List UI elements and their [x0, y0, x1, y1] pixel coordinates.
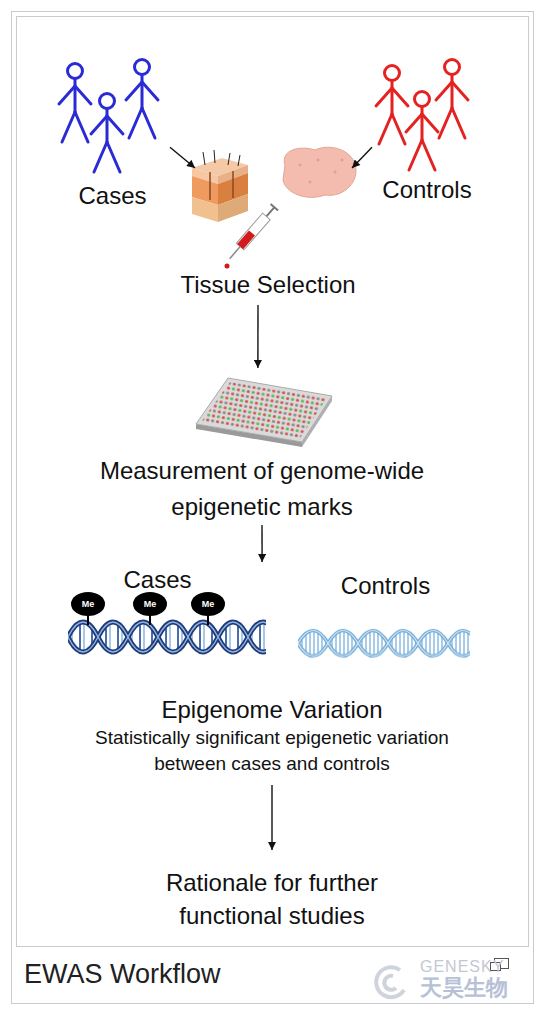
flow-arrow	[271, 785, 272, 850]
node-title: Controls	[372, 176, 482, 204]
case-figures	[59, 60, 158, 173]
stage-panel: Epigenome VariationStatistically signifi…	[57, 562, 487, 785]
skin-sample	[192, 150, 248, 222]
syringe	[225, 204, 279, 268]
methyl-mark: Me	[135, 598, 165, 610]
dna-group: Cases	[60, 566, 255, 671]
case-group: Cases	[55, 50, 170, 212]
dna-group: Controls	[293, 572, 478, 672]
stage-box: Tissue Selection	[168, 168, 368, 305]
caption: EWAS Workflow	[24, 957, 221, 991]
methyl-mark: Me	[73, 598, 103, 610]
unmethylated-dna	[298, 622, 470, 665]
node-title: Measurement of genome-wide epigenetic ma…	[77, 453, 447, 525]
node-title: Controls	[293, 572, 478, 600]
node-title: Cases	[55, 182, 170, 210]
watermark: 天昊生物	[420, 975, 508, 1001]
node-title: Rationale for further functional studies	[122, 866, 422, 932]
flow-arrow	[261, 525, 263, 562]
watermark: GENESKY	[420, 958, 504, 976]
flow-arrow	[257, 305, 259, 368]
stage-box: Measurement of genome-wide epigenetic ma…	[77, 368, 447, 525]
flow-arrow	[170, 147, 195, 168]
watermark-logo	[376, 967, 404, 997]
microarray	[196, 378, 332, 447]
control-group: Controls	[372, 50, 482, 212]
node-title: Tissue Selection	[168, 271, 368, 299]
tissue-sample	[283, 147, 356, 197]
image-frame	[17, 17, 529, 947]
node-title: Epigenome Variation	[57, 695, 487, 725]
control-figures	[376, 60, 468, 171]
methylated-dna	[68, 592, 266, 662]
stage-box: Rationale for further functional studies	[122, 850, 422, 935]
flow-arrow	[352, 147, 372, 168]
methyl-mark: Me	[193, 598, 223, 610]
node-title: Cases	[60, 566, 255, 594]
outer-frame	[12, 12, 534, 1004]
node-body: Statistically significant epigenetic var…	[82, 725, 462, 777]
